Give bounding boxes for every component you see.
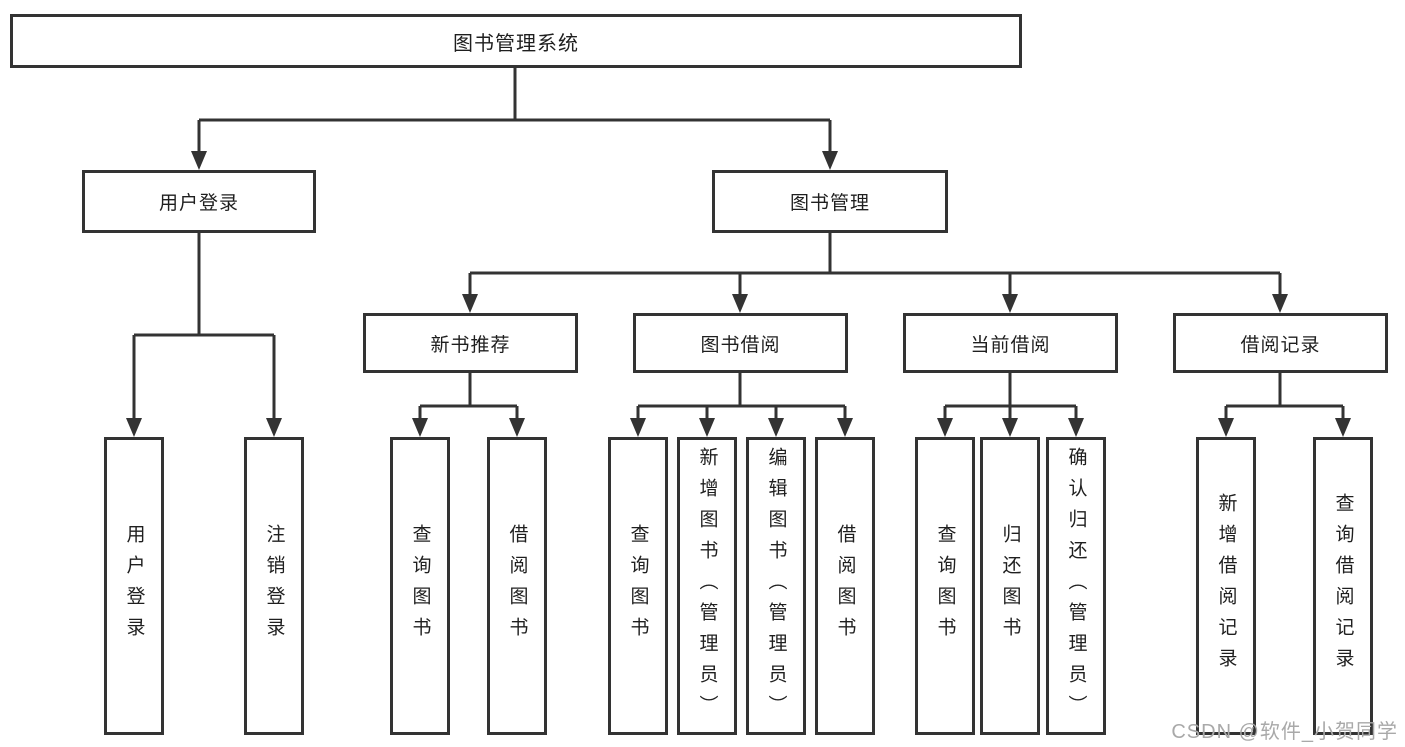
leaf-current-confirm-return-admin-label: 确认归还（管理员） xyxy=(1065,446,1087,726)
leaf-borrow-query-books: 查询图书 xyxy=(608,437,668,735)
leaf-user-login: 用户登录 xyxy=(104,437,164,735)
leaf-current-query-books-label: 查询图书 xyxy=(934,524,956,648)
leaf-borrow-borrow-books: 借阅图书 xyxy=(815,437,875,735)
leaf-newrec-borrow-books-label: 借阅图书 xyxy=(506,524,528,648)
leaf-borrow-borrow-books-label: 借阅图书 xyxy=(834,524,856,648)
node-book-borrowing-label: 图书借阅 xyxy=(700,334,781,356)
node-new-book-recommend: 新书推荐 xyxy=(363,313,578,373)
leaf-logout-label: 注销登录 xyxy=(263,524,285,648)
node-library-management-system: 图书管理系统 xyxy=(10,14,1022,68)
node-library-management-system-label: 图书管理系统 xyxy=(453,32,579,55)
leaf-user-login-label: 用户登录 xyxy=(123,524,145,648)
leaf-records-query-record-label: 查询借阅记录 xyxy=(1332,493,1354,679)
leaf-current-confirm-return-admin: 确认归还（管理员） xyxy=(1046,437,1106,735)
leaf-borrow-query-books-label: 查询图书 xyxy=(627,524,649,648)
node-borrowing-records: 借阅记录 xyxy=(1173,313,1388,373)
leaf-current-query-books: 查询图书 xyxy=(915,437,975,735)
leaf-current-return-books-label: 归还图书 xyxy=(999,524,1021,648)
csdn-watermark: CSDN @软件_小贺同学 xyxy=(1171,721,1398,743)
leaf-newrec-query-books: 查询图书 xyxy=(390,437,450,735)
leaf-newrec-query-books-label: 查询图书 xyxy=(409,524,431,648)
node-book-management-label: 图书管理 xyxy=(789,193,870,214)
leaf-records-query-record: 查询借阅记录 xyxy=(1313,437,1373,735)
leaf-records-add-record: 新增借阅记录 xyxy=(1196,437,1256,735)
node-current-borrowing-label: 当前借阅 xyxy=(970,334,1051,356)
node-user-login: 用户登录 xyxy=(82,170,316,233)
leaf-current-return-books: 归还图书 xyxy=(980,437,1040,735)
leaf-borrow-edit-books-admin: 编辑图书（管理员） xyxy=(746,437,806,735)
leaf-borrow-edit-books-admin-label: 编辑图书（管理员） xyxy=(765,446,787,726)
node-new-book-recommend-label: 新书推荐 xyxy=(430,334,511,356)
node-user-login-label: 用户登录 xyxy=(158,193,239,214)
leaf-records-add-record-label: 新增借阅记录 xyxy=(1215,493,1237,679)
node-book-borrowing: 图书借阅 xyxy=(633,313,848,373)
leaf-logout: 注销登录 xyxy=(244,437,304,735)
leaf-borrow-add-books-admin: 新增图书（管理员） xyxy=(677,437,737,735)
node-borrowing-records-label: 借阅记录 xyxy=(1240,334,1321,356)
leaf-borrow-add-books-admin-label: 新增图书（管理员） xyxy=(696,446,718,726)
node-current-borrowing: 当前借阅 xyxy=(903,313,1118,373)
node-book-management: 图书管理 xyxy=(712,170,948,233)
leaf-newrec-borrow-books: 借阅图书 xyxy=(487,437,547,735)
